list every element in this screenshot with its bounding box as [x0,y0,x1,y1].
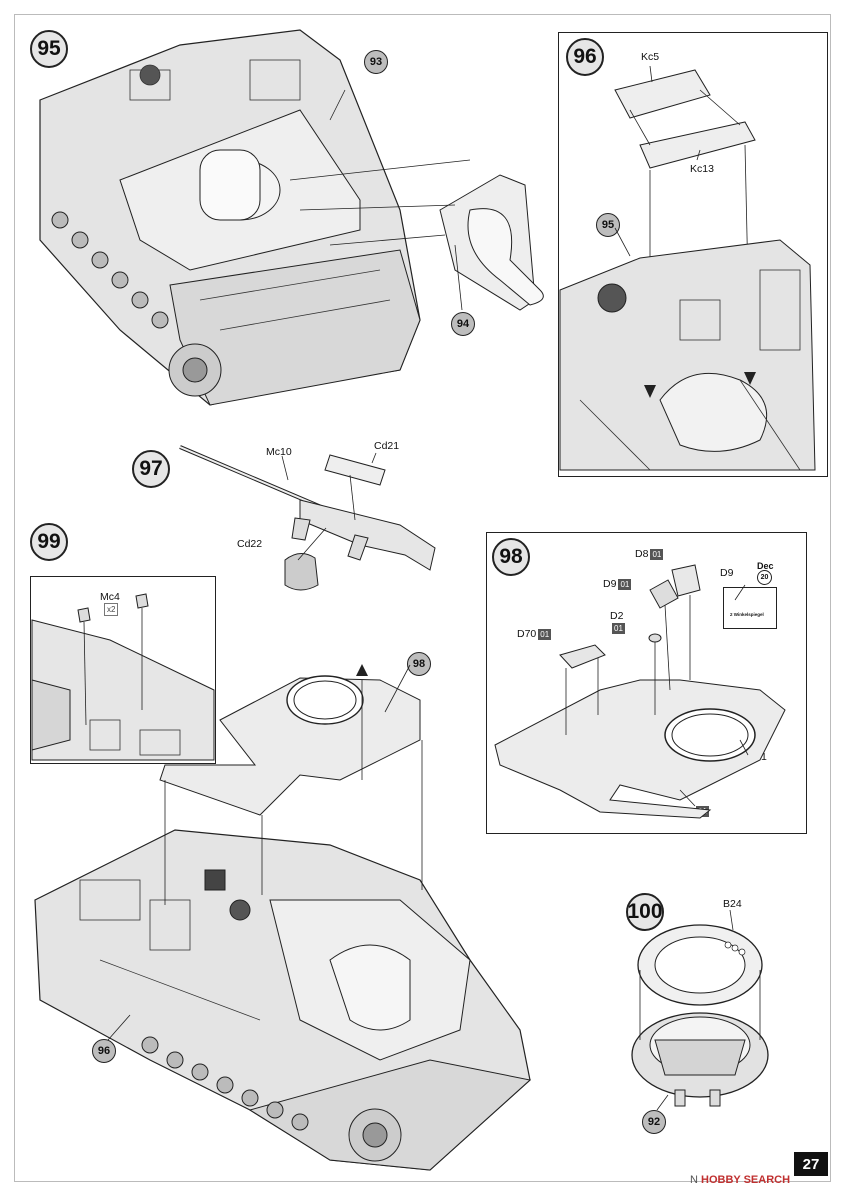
part-cd21-label: Cd21 [374,440,400,452]
ref-label: 95 [601,219,615,231]
part-mc4-label: Mc4 [100,591,120,603]
part-d9b-label: D9 [720,567,734,579]
ref-label: 94 [456,318,470,330]
ref-94: 94 [451,312,475,336]
sprue-badge: 01 [650,548,664,560]
part-kc5-label: Kc5 [641,51,660,63]
step-99-marker: 99 [30,523,68,561]
step-number: 99 [37,530,61,553]
sprue-badge: 01 [618,578,632,590]
step-number: 98 [499,545,523,568]
part-mc4-qty-wrap: x2 [102,603,119,616]
step-96-marker: 96 [566,38,604,76]
qty-badge: x2 [104,603,119,616]
ref-label: 92 [647,1116,661,1128]
sprue-badge: 01 [538,628,552,640]
sprue-badge: 01 [612,622,625,634]
decal-text: 2 Winkelspiegel [730,612,764,617]
decal-plate [723,587,777,629]
ref-label: 20 [760,574,769,581]
ref-93: 93 [364,50,388,74]
part-d2-label: D2 [610,610,624,622]
watermark-text: HOBBY SEARCH [701,1174,791,1186]
part-d2-badge-wrap: 01 [610,622,625,634]
page-number: 27 [794,1152,828,1176]
ref-label: 98 [412,658,426,670]
ref-92: 92 [642,1110,666,1134]
part-code: D8 [635,548,649,560]
ref-96: 96 [92,1039,116,1063]
step-95-marker: 95 [30,30,68,68]
step-number: 95 [37,37,61,60]
part-code: D9 [603,578,617,590]
step-97-marker: 97 [132,450,170,488]
step-number: 96 [573,45,597,68]
step-100-marker: 100 [626,893,664,931]
watermark-logo-icon: N [690,1174,698,1186]
ref-95: 95 [596,213,620,237]
part-kc13-label: Kc13 [690,163,714,175]
part-dec-label: Dec [757,561,774,571]
ref-98: 98 [407,652,431,676]
part-code: D70 [517,628,537,640]
part-b24-label: B24 [723,898,742,910]
watermark: N HOBBY SEARCH [690,1174,790,1186]
ref-label: 93 [369,56,383,68]
step-number: 97 [139,457,163,480]
page-border [14,14,831,1182]
step-number: 100 [627,900,663,923]
ref-20: 20 [757,570,772,585]
ref-label: 96 [97,1045,111,1057]
step-98-marker: 98 [492,538,530,576]
part-mc10-label: Mc10 [266,446,292,458]
part-cd22-label: Cd22 [237,538,263,550]
